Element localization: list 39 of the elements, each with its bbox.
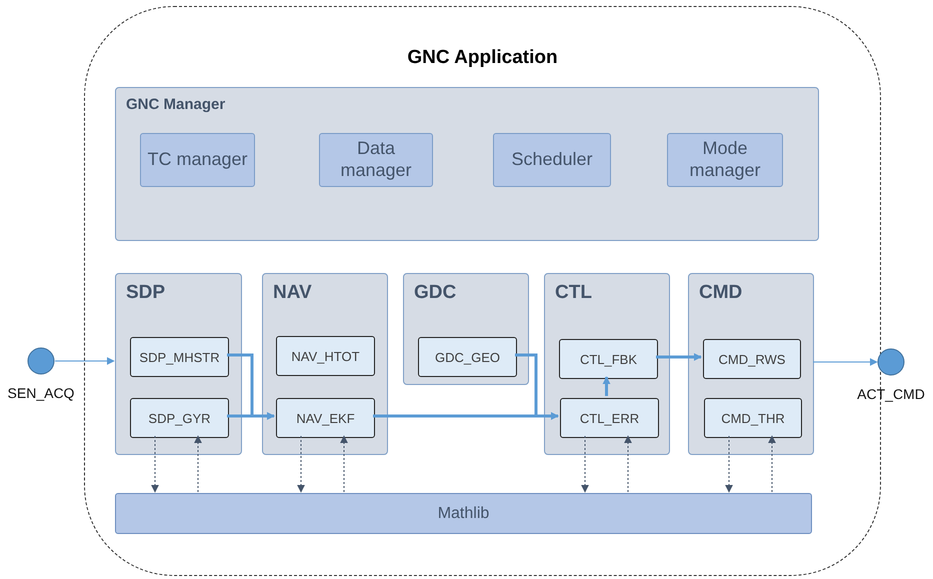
arrow [812, 358, 878, 366]
arrow [602, 376, 610, 396]
arrow [656, 353, 702, 361]
component-box: CTL_FBK [559, 339, 658, 379]
port-label: ACT_CMD [857, 386, 925, 402]
manager-panel [115, 87, 819, 241]
arrow [515, 354, 559, 420]
module-panel [403, 273, 529, 385]
manager-box: Scheduler [493, 133, 611, 187]
manager-box: Mode manager [667, 133, 783, 187]
dashed-arrow [768, 435, 776, 492]
panel-title: CMD [699, 282, 742, 304]
library-bar: Mathlib [115, 493, 812, 534]
manager-box: Data manager [319, 133, 433, 187]
arrow [54, 357, 115, 365]
module-panel [115, 273, 242, 455]
manager-box: TC manager [140, 133, 255, 187]
panel-title: NAV [273, 282, 312, 304]
component-box: SDP_GYR [130, 398, 229, 438]
dashed-arrow [194, 435, 202, 492]
component-box: SDP_MHSTR [130, 337, 229, 377]
component-box: CMD_RWS [703, 339, 801, 379]
module-panel [262, 273, 388, 455]
component-box: CTL_ERR [560, 398, 659, 438]
module-panel [688, 273, 814, 455]
component-box: CMD_THR [704, 398, 802, 438]
port-label: SEN_ACQ [7, 385, 75, 401]
panel-title: SDP [126, 282, 166, 304]
arrow [227, 412, 275, 420]
panel-title: CTL [555, 282, 592, 304]
component-box: NAV_HTOT [276, 336, 375, 376]
component-box: NAV_EKF [276, 398, 375, 438]
panel-title: GDC [414, 282, 456, 304]
panel-title: GNC Manager [126, 96, 226, 113]
module-panel [544, 273, 670, 455]
boundary-title: GNC Application [406, 47, 559, 69]
component-box: GDC_GEO [418, 337, 517, 377]
dashed-arrow [340, 435, 348, 492]
dashed-arrow [624, 435, 632, 492]
